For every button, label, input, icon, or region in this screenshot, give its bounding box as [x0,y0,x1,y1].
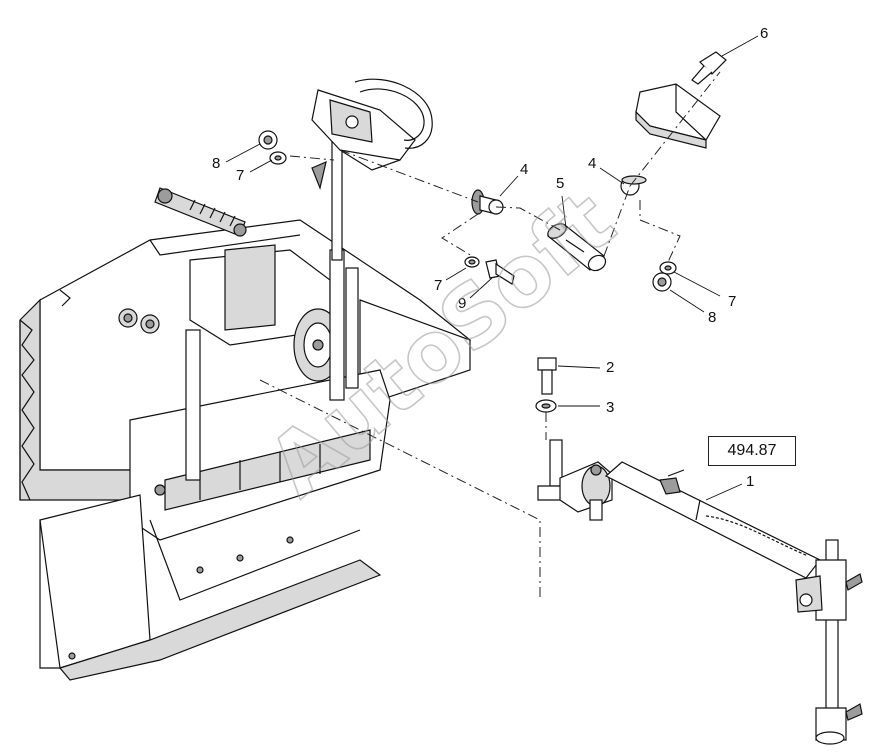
callout-4: 4 [588,155,596,172]
part-8-nut-top [258,130,278,150]
part-6-screw [691,51,727,85]
part-7-washer-top [269,151,287,165]
part-8-nut-right [652,272,672,292]
part-7-washer-middle [464,256,480,268]
callout-7: 7 [236,167,244,184]
part-7-washer-right [659,261,677,275]
callout-labels: 6 8 7 4 5 4 7 9 7 8 2 3 1 [212,25,768,490]
part-4-ball-joint-right [620,175,647,196]
callout-4: 4 [520,161,528,178]
callout-1: 1 [746,473,754,490]
callout-9: 9 [458,295,466,312]
callout-3: 3 [606,399,614,416]
callout-2: 2 [606,359,614,376]
part-1-arm-assembly [537,439,863,745]
reference-number: 494.87 [727,442,777,459]
callout-8: 8 [708,309,716,326]
part-2-bolt [537,357,557,395]
part-9-bolt [485,259,515,285]
callout-7: 7 [728,293,736,310]
reference-number-box: 494.87 [708,436,796,466]
mounting-bracket [635,83,721,149]
screed-body [19,139,472,681]
callout-8: 8 [212,155,220,172]
callout-7: 7 [434,277,442,294]
part-5-sleeve [546,223,607,272]
part-3-washer [535,399,557,413]
callout-6: 6 [760,25,768,42]
callout-5: 5 [556,175,564,192]
control-handle [311,78,433,191]
leader-lines [225,35,759,501]
assembly-center-lines [259,71,721,600]
